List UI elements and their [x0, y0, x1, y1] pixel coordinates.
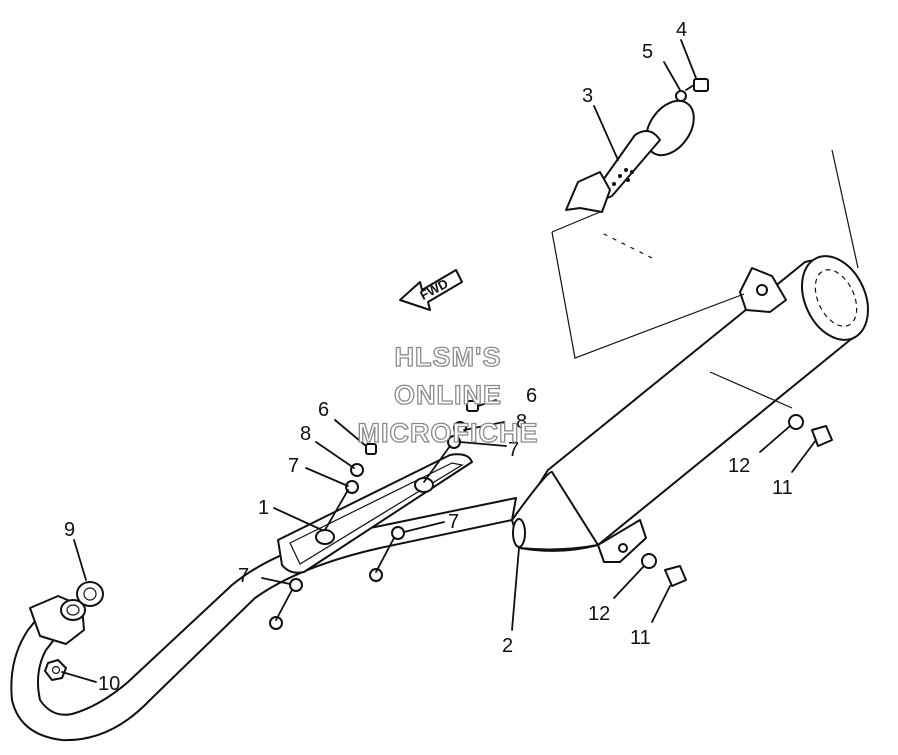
arrestor-washer [675, 90, 687, 102]
protector-fasteners [269, 400, 479, 630]
callout-labels: 4 5 3 6 8 7 1 6 8 7 7 7 9 10 2 12 11 12 … [64, 19, 793, 695]
callout-6a: 6 [318, 399, 329, 421]
upper-mount-washer [788, 414, 804, 430]
lower-mount-washer [641, 553, 657, 569]
callout-11a: 11 [772, 477, 793, 499]
callout-6b: 6 [526, 385, 537, 407]
leader-lines [61, 39, 817, 683]
watermark-line2: ONLINE [394, 380, 502, 410]
heat-protector [277, 453, 473, 574]
callout-2: 2 [502, 635, 513, 657]
callout-7a: 7 [288, 455, 299, 477]
callout-7c: 7 [448, 511, 459, 533]
callout-11b: 11 [630, 627, 651, 649]
callout-9: 9 [64, 519, 75, 541]
exploded-view-box [551, 149, 859, 409]
gasket [76, 581, 104, 607]
arrestor-bolt [685, 78, 709, 92]
spark-arrestor [565, 99, 695, 213]
callout-7b: 7 [508, 439, 519, 461]
callout-8a: 8 [300, 423, 311, 445]
callout-12a: 12 [728, 455, 750, 477]
callout-8b: 8 [516, 411, 527, 433]
callout-7d: 7 [238, 565, 249, 587]
lower-mount-bolt [664, 565, 687, 587]
watermark-line1: HLSM'S [395, 342, 502, 372]
callout-12b: 12 [588, 603, 610, 625]
silencer [511, 255, 869, 563]
fwd-arrow: FWD [399, 269, 463, 311]
callout-10: 10 [98, 673, 120, 695]
callout-1: 1 [258, 497, 269, 519]
watermark: HLSM'S ONLINE MICROFICHE [357, 341, 539, 448]
callout-4: 4 [676, 19, 687, 41]
flange-nut [44, 659, 67, 681]
callout-3: 3 [582, 85, 593, 107]
watermark-line3: MICROFICHE [358, 418, 539, 448]
upper-mount-bolt [811, 425, 833, 447]
pipe-flange [29, 595, 86, 645]
exhaust-pipe [10, 497, 517, 742]
callout-5: 5 [642, 41, 653, 63]
